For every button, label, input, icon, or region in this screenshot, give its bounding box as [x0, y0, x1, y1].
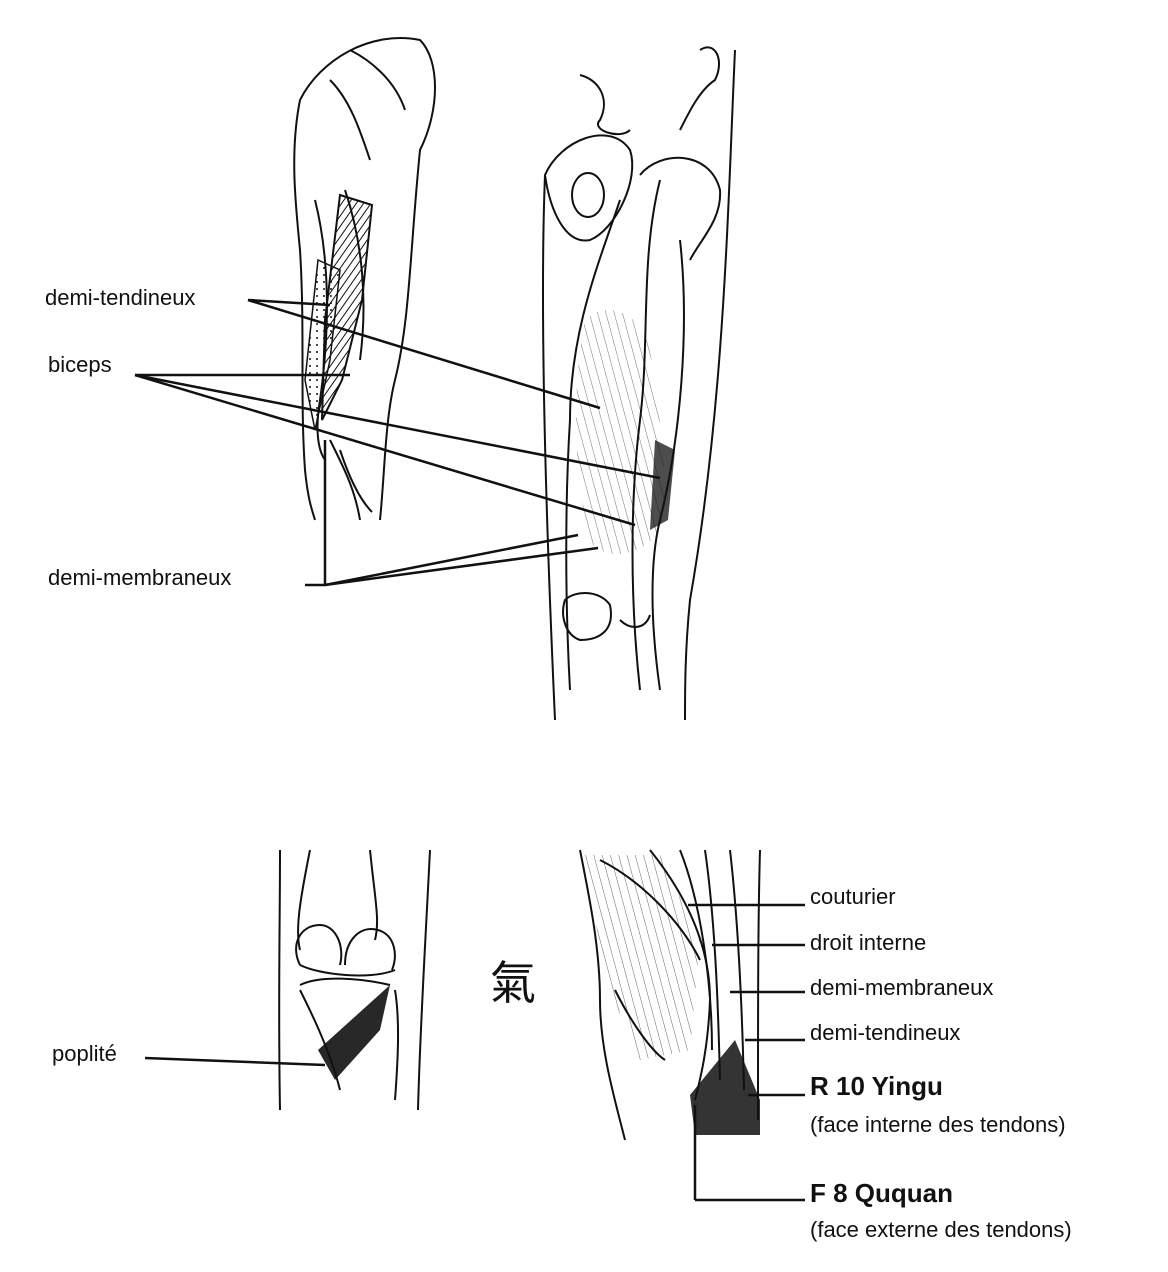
label-couturier: couturier [810, 884, 896, 909]
poplite-leader [144, 1056, 326, 1067]
label-demi-membraneux-bottom: demi-membraneux [810, 975, 994, 1000]
anterior-muscle-fibers [575, 310, 665, 554]
label-demi-membraneux-top: demi-membraneux [48, 565, 232, 590]
medial-tendon-dark [690, 1040, 760, 1135]
label-f8-subtitle: (face externe des tendons) [810, 1217, 1072, 1242]
label-r10-yingu: R 10 Yingu [810, 1071, 943, 1101]
qi-logo-glyph: 氣 [490, 956, 536, 1010]
medial-fibers [585, 855, 700, 1060]
top-leader-lines [134, 298, 661, 587]
label-poplite: poplité [52, 1041, 117, 1066]
label-r10-subtitle: (face interne des tendons) [810, 1112, 1066, 1137]
bottom-leader-lines [688, 903, 805, 1202]
popliteus-muscle [318, 985, 390, 1080]
semitendinosus-dotted-muscle [304, 258, 341, 431]
label-f8-ququan: F 8 Ququan [810, 1178, 953, 1208]
label-demi-tendineux: demi-tendineux [45, 285, 196, 310]
knee-drawing [278, 849, 431, 1111]
label-demi-tendineux-bottom: demi-tendineux [810, 1020, 961, 1045]
anterior-dark-shading [650, 440, 675, 530]
label-biceps: biceps [48, 352, 112, 377]
label-droit-interne: droit interne [810, 930, 927, 955]
